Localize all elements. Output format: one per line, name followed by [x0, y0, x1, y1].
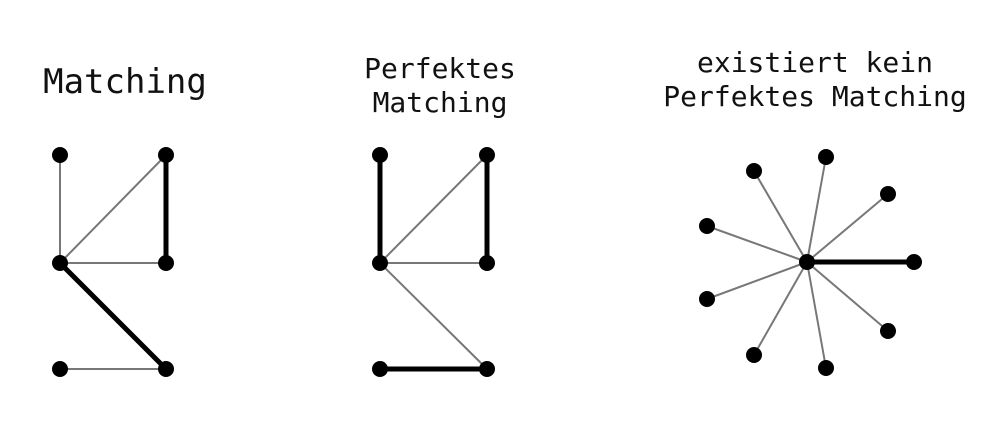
vertex	[818, 360, 834, 376]
vertex	[372, 255, 388, 271]
title-line: Perfektes	[364, 52, 516, 85]
vertex	[52, 361, 68, 377]
vertex	[158, 361, 174, 377]
edge	[753, 261, 808, 356]
vertex	[746, 347, 762, 363]
graph-2	[699, 149, 922, 376]
title-line: Matching	[43, 62, 207, 102]
title-line: existiert kein	[696, 46, 933, 79]
vertex	[479, 147, 495, 163]
vertex	[818, 149, 834, 165]
vertex	[52, 147, 68, 163]
edge	[706, 261, 808, 300]
vertex	[372, 147, 388, 163]
edge	[379, 262, 488, 370]
edge	[806, 156, 827, 263]
vertex	[372, 361, 388, 377]
edge	[59, 154, 167, 264]
title-perfect-matching: Perfektes Matching	[340, 52, 540, 119]
edge	[706, 225, 808, 263]
vertex	[699, 218, 715, 234]
edge	[806, 261, 827, 369]
edge	[753, 170, 808, 263]
vertex	[479, 361, 495, 377]
title-line: Perfektes Matching	[663, 79, 967, 113]
title-no-perfect-matching: existiert kein Perfektes Matching	[640, 46, 990, 113]
graph-0	[52, 147, 174, 377]
vertex	[906, 254, 922, 270]
edge	[379, 154, 488, 264]
vertex	[699, 291, 715, 307]
graph-1	[372, 147, 495, 377]
vertex	[479, 255, 495, 271]
vertex	[880, 186, 896, 202]
title-matching: Matching	[20, 62, 230, 103]
edge	[806, 193, 889, 263]
vertex	[52, 255, 68, 271]
vertex	[158, 255, 174, 271]
vertex	[158, 147, 174, 163]
title-line: Matching	[372, 85, 508, 119]
vertex	[880, 323, 896, 339]
matched-edge	[58, 261, 168, 371]
vertex	[799, 254, 815, 270]
edge	[806, 261, 889, 332]
vertex	[746, 163, 762, 179]
